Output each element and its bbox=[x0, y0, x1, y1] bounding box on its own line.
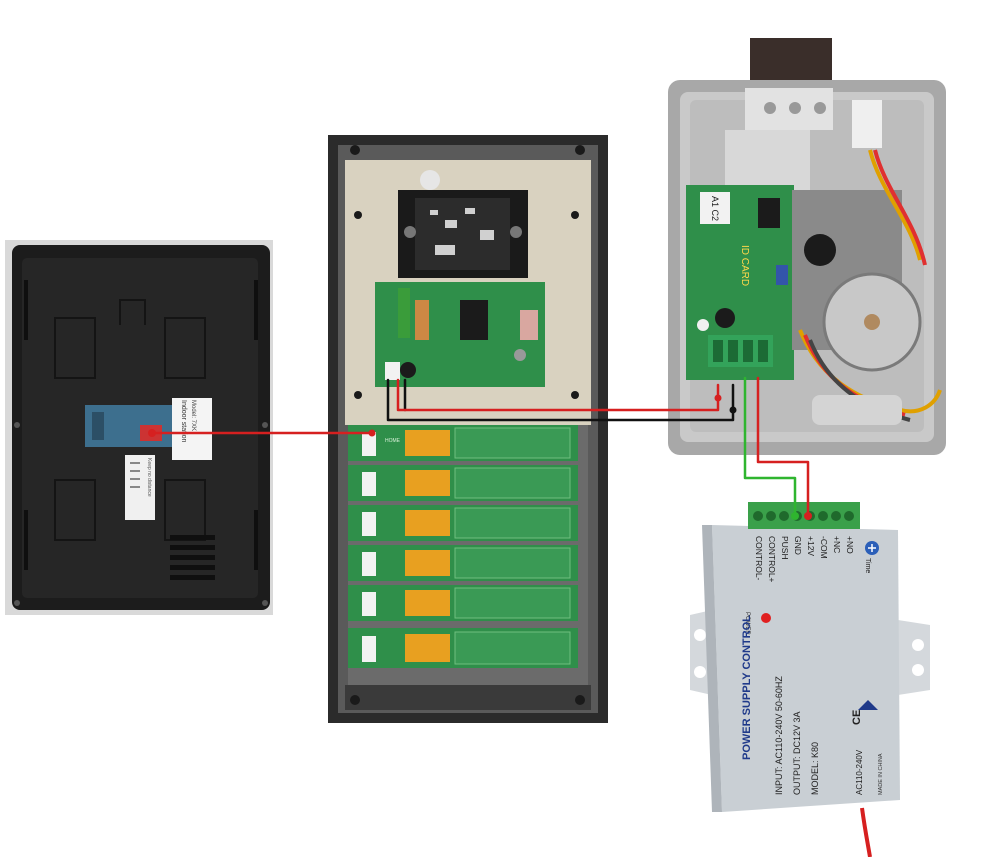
power-led-icon bbox=[761, 613, 771, 623]
monitor-sticker-model: Model: 7XK bbox=[190, 400, 196, 431]
terminal-label: +NO bbox=[845, 536, 855, 554]
relay-module bbox=[348, 505, 578, 541]
terminal-block bbox=[748, 502, 860, 529]
relay-module-label: HOME bbox=[385, 438, 401, 444]
wire-green-power bbox=[743, 376, 797, 514]
wire-black-lock bbox=[386, 378, 735, 422]
terminal-label: CONTROL- bbox=[754, 536, 764, 581]
power-supply-title: POWER SUPPLY CONTROL bbox=[741, 615, 753, 760]
wires bbox=[150, 376, 812, 520]
power-supply-voltage: AC110-240V bbox=[855, 749, 864, 795]
power-led-label: POWER bbox=[744, 612, 750, 635]
time-label: Time bbox=[864, 558, 871, 573]
relay-modules: HOME bbox=[348, 425, 578, 668]
monitor-sticker-title: Indoor station bbox=[180, 400, 187, 443]
terminal-label: -COM bbox=[819, 536, 829, 559]
relay-module bbox=[348, 628, 578, 668]
terminal-label: PUSH bbox=[780, 536, 790, 560]
lock-board-label: ID CARD bbox=[739, 245, 750, 286]
terminal-label: +12V bbox=[806, 536, 816, 556]
electric-lock: A1 C2 ID CARD bbox=[668, 38, 946, 455]
relay-module: HOME bbox=[348, 425, 578, 461]
power-supply-ce: CE bbox=[851, 710, 863, 725]
power-supply-model: MODEL: K80 bbox=[810, 742, 820, 795]
power-supply-made-in: MADE IN CHINA bbox=[878, 753, 884, 795]
wire-red-power bbox=[756, 376, 810, 514]
terminal-label: GND bbox=[793, 536, 803, 555]
power-supply-input: INPUT: AC110-240V 50-60HZ bbox=[774, 676, 784, 795]
monitor-sticker-note: Keep no distance bbox=[146, 458, 152, 497]
relay-module bbox=[348, 545, 578, 581]
indoor-monitor: Indoor station Model: 7XK Keep no distan… bbox=[5, 240, 273, 615]
monitor-sticker bbox=[172, 398, 212, 460]
relay-module bbox=[348, 585, 578, 621]
relay-module bbox=[348, 465, 578, 501]
power-supply-output: OUTPUT: DC12V 3A bbox=[792, 711, 802, 795]
terminal-label: +NC bbox=[832, 536, 842, 553]
warning-icon bbox=[858, 700, 878, 710]
power-supply: CONTROL- CONTROL+ PUSH GND +12V -COM +NC… bbox=[690, 502, 930, 857]
terminal-label: CONTROL+ bbox=[767, 536, 777, 583]
lock-board-chip: A1 C2 bbox=[710, 196, 720, 221]
